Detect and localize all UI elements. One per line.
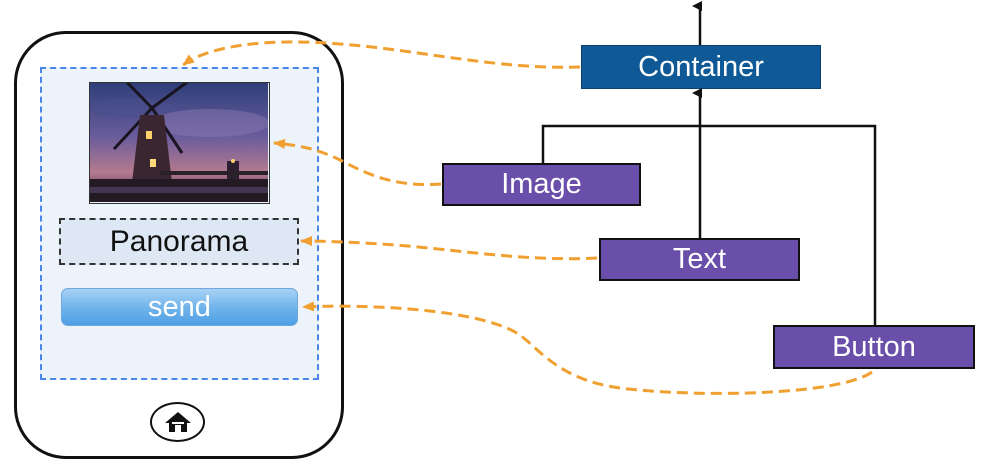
panorama-text-field: Panorama [59,218,299,265]
send-button[interactable]: send [61,288,298,326]
windmill-image [89,82,270,204]
home-icon [164,412,191,432]
container-node: Container [581,45,821,89]
windmill-photo-graphic [90,83,268,202]
tree-branch-edge [541,124,877,325]
home-button[interactable] [150,402,205,442]
text-mapping-arrow [300,236,598,261]
text-node: Text [599,238,800,281]
button-node: Button [773,325,975,369]
image-node: Image [442,163,641,206]
